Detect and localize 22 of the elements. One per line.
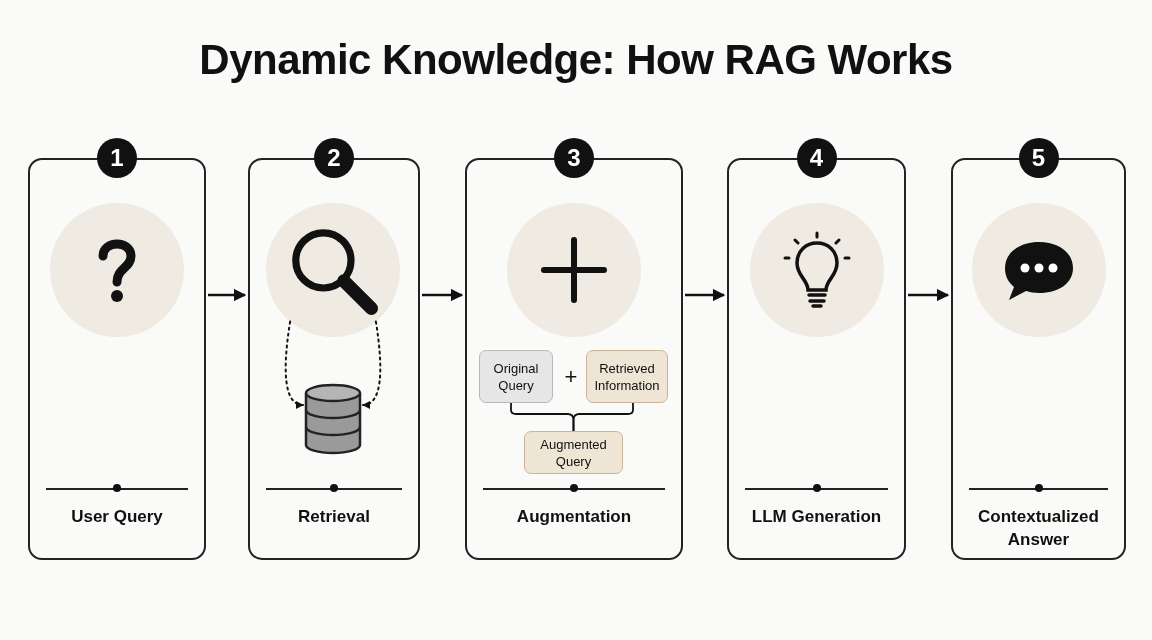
text-box: Augmented Query xyxy=(524,431,623,474)
arrow xyxy=(208,288,247,302)
text-box: Retrieved Information xyxy=(586,350,668,403)
diagram-title: Dynamic Knowledge: How RAG Works xyxy=(198,36,954,84)
step-number-badge: 2 xyxy=(314,138,354,178)
step-number-badge: 3 xyxy=(554,138,594,178)
text-box: Original Query xyxy=(479,350,553,403)
arrow xyxy=(685,288,726,302)
step-label: User Query xyxy=(70,506,164,528)
step-label: Augmentation xyxy=(515,506,633,528)
step-number-badge: 5 xyxy=(1018,138,1059,178)
connector-line xyxy=(572,402,634,432)
arrow xyxy=(908,288,950,302)
dotted-arrow xyxy=(362,320,382,408)
plus-sign: + xyxy=(563,364,579,390)
dotted-arrow xyxy=(284,320,304,408)
step-label: Contextualized Answer xyxy=(977,506,1100,551)
step-label: LLM Generation xyxy=(750,506,883,528)
step-label: Retrieval xyxy=(297,506,371,528)
step-number-badge: 1 xyxy=(97,138,137,178)
arrow xyxy=(422,288,464,302)
step-number-badge: 4 xyxy=(796,138,837,178)
